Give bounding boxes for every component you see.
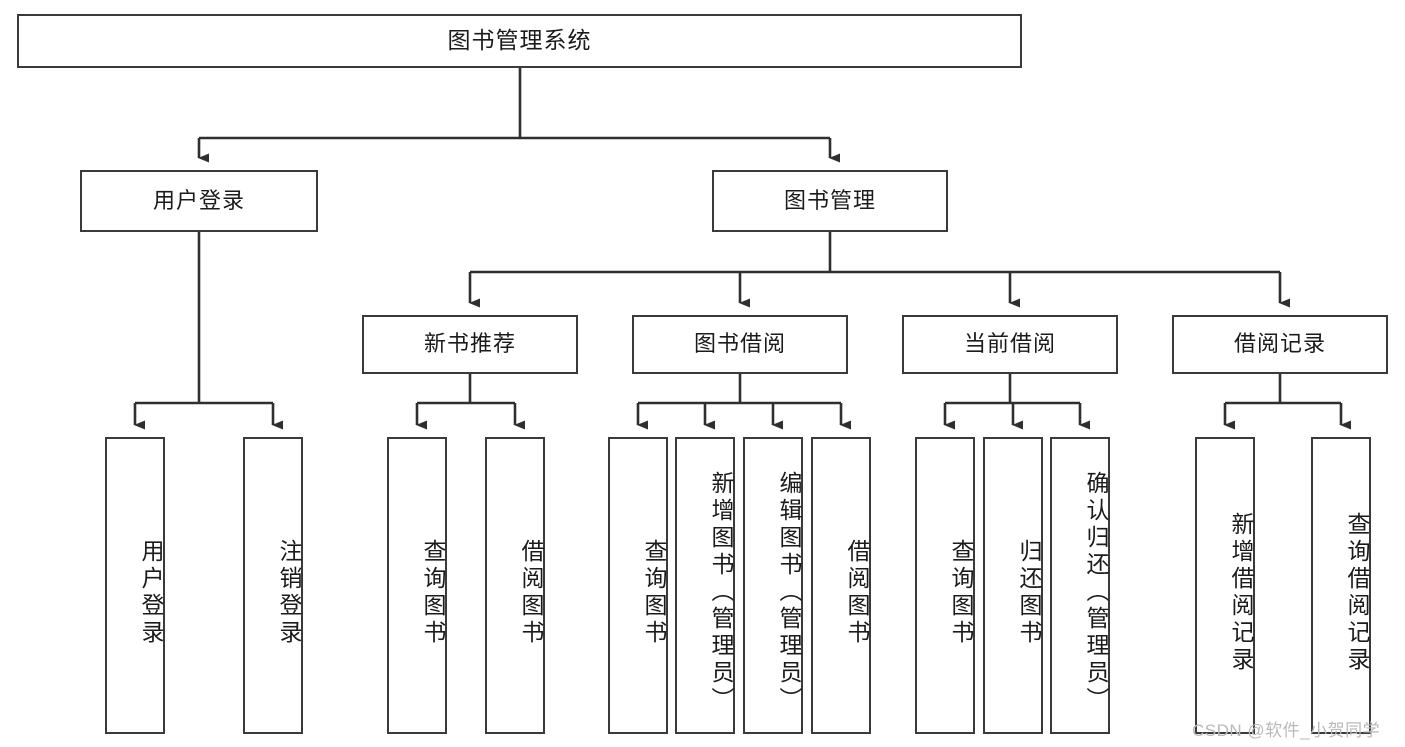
node-label: 查询借阅记录 [1344, 511, 1370, 674]
watermark-text: CSDN @软件_小贺同学 [1192, 721, 1381, 740]
node-label: 注销登录 [276, 538, 302, 647]
node-label: 当前借阅 [963, 331, 1056, 357]
node-label: 查询图书 [948, 538, 974, 647]
node-label: 确认归还（管理员） [1083, 471, 1109, 714]
node-label: 查询图书 [641, 538, 667, 647]
leaf-add-borrow-record[interactable]: 新增借阅记录 [1195, 437, 1255, 734]
node-current-borrow[interactable]: 当前借阅 [902, 315, 1118, 374]
leaf-user-login[interactable]: 用户登录 [105, 437, 165, 734]
leaf-return-book[interactable]: 归还图书 [983, 437, 1043, 734]
leaf-logout-login[interactable]: 注销登录 [243, 437, 303, 734]
leaf-confirm-return-admin[interactable]: 确认归还（管理员） [1050, 437, 1110, 734]
node-label: 图书管理系统 [447, 27, 592, 54]
node-label: 借阅图书 [844, 538, 870, 647]
node-label: 查询图书 [420, 538, 446, 647]
node-label: 借阅记录 [1233, 331, 1326, 357]
node-book-management[interactable]: 图书管理 [712, 170, 948, 232]
node-new-book-recommend[interactable]: 新书推荐 [362, 315, 578, 374]
node-label: 归还图书 [1016, 538, 1042, 647]
node-label: 新增图书（管理员） [708, 471, 734, 714]
node-book-borrow[interactable]: 图书借阅 [632, 315, 848, 374]
node-label: 用户登录 [152, 187, 245, 213]
leaf-query-book-current[interactable]: 查询图书 [915, 437, 975, 734]
leaf-query-book-recommend[interactable]: 查询图书 [387, 437, 447, 734]
node-user-login[interactable]: 用户登录 [80, 170, 318, 232]
leaf-add-book-admin[interactable]: 新增图书（管理员） [675, 437, 735, 734]
node-label: 新增借阅记录 [1228, 511, 1254, 674]
leaf-query-book-borrow[interactable]: 查询图书 [608, 437, 668, 734]
leaf-query-borrow-record[interactable]: 查询借阅记录 [1311, 437, 1371, 734]
node-label: 用户登录 [138, 538, 164, 647]
node-label: 图书借阅 [693, 331, 786, 357]
node-label: 编辑图书（管理员） [776, 471, 802, 714]
node-root-system[interactable]: 图书管理系统 [17, 14, 1022, 68]
leaf-borrow-book-recommend[interactable]: 借阅图书 [485, 437, 545, 734]
leaf-edit-book-admin[interactable]: 编辑图书（管理员） [743, 437, 803, 734]
node-label: 借阅图书 [518, 538, 544, 647]
node-label: 图书管理 [783, 187, 876, 213]
leaf-borrow-book[interactable]: 借阅图书 [811, 437, 871, 734]
node-label: 新书推荐 [423, 331, 516, 357]
node-borrow-record[interactable]: 借阅记录 [1172, 315, 1388, 374]
